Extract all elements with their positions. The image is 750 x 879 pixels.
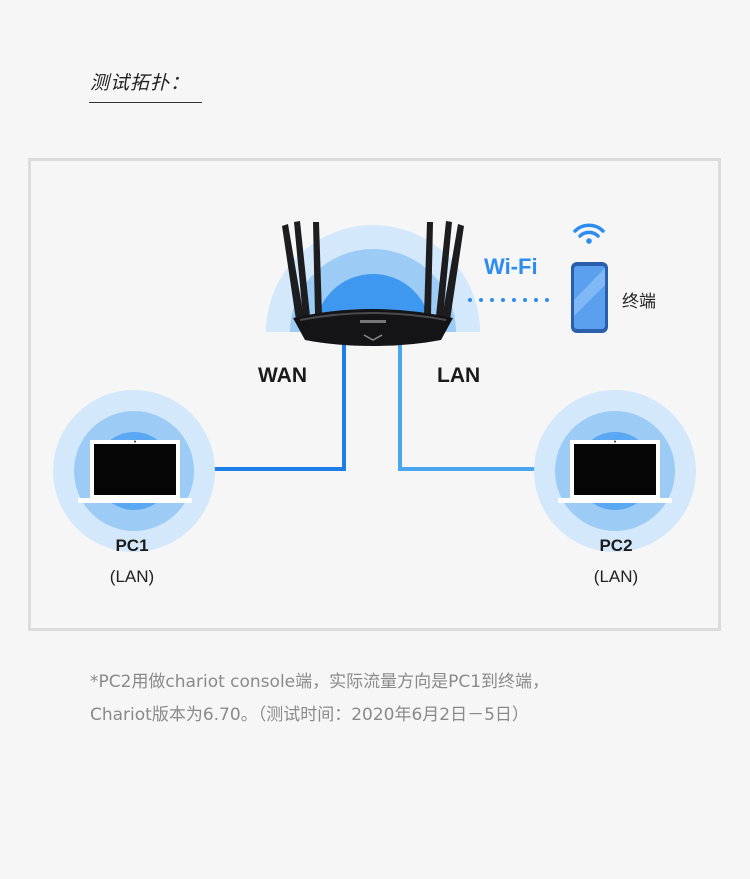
wan-cable	[180, 338, 346, 471]
pc2-laptop-icon	[534, 390, 696, 552]
wifi-label: Wi-Fi	[484, 254, 538, 279]
terminal-label: 终端	[622, 292, 656, 312]
pc1-name: PC1	[115, 536, 149, 555]
pc2-name: PC2	[599, 536, 633, 555]
pc1-laptop-icon	[53, 390, 215, 552]
router-icon	[282, 221, 464, 346]
footnote-line-2: Chariot版本为6.70。（测试时间：2020年6月2日－5日）	[90, 705, 529, 725]
pc1-sub-label: (LAN)	[109, 567, 155, 586]
wifi-icon	[573, 223, 605, 244]
wan-label: WAN	[258, 364, 307, 387]
wireless-link-dots	[468, 298, 549, 302]
pc2-sub-label: (LAN)	[593, 567, 639, 586]
section-heading: 测试拓扑：	[90, 72, 191, 94]
lan-cable	[398, 338, 572, 471]
footnote-line-1: *PC2用做chariot console端，实际流量方向是PC1到终端，	[90, 672, 550, 692]
lan-label: LAN	[437, 364, 481, 387]
phone-icon	[571, 262, 608, 333]
heading-underline	[89, 102, 202, 103]
